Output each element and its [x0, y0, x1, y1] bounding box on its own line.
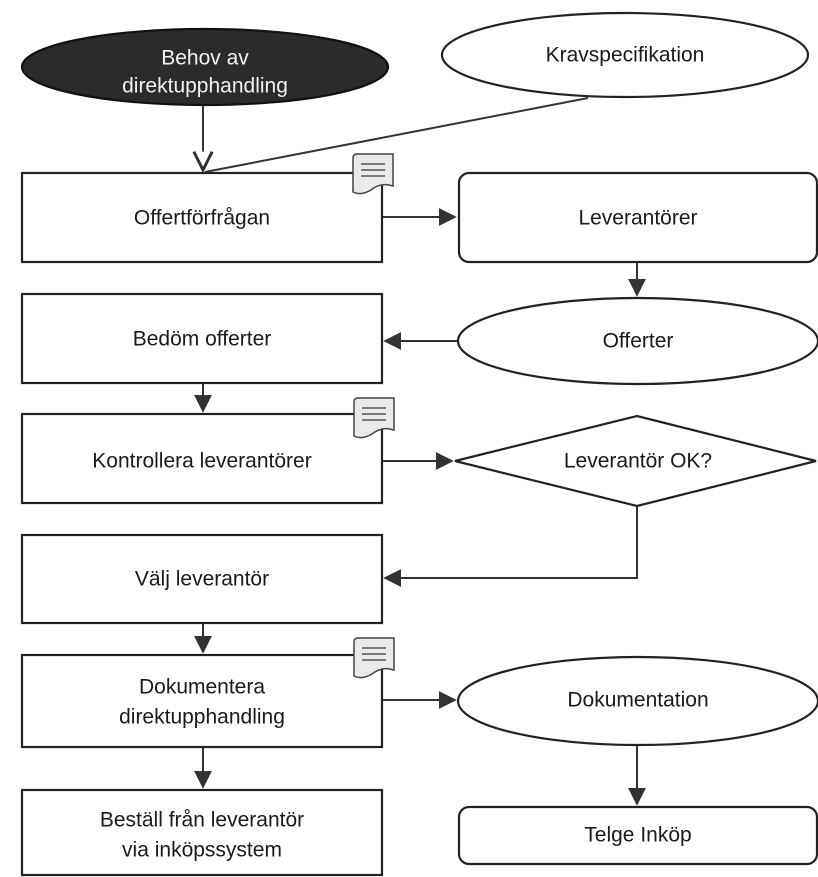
leverantorer-label: Leverantörer: [578, 207, 697, 230]
node-leverantorer: Leverantörer: [457, 171, 818, 264]
node-valj-leverantor: Välj leverantör: [20, 533, 384, 625]
offerter-ellipse: [456, 296, 818, 386]
node-leverantor-ok: Leverantör OK?: [454, 414, 817, 508]
start-ellipse: [20, 27, 390, 107]
bestall-label-line2: via inköpssystem: [122, 839, 282, 862]
start-label-line2: direktupphandling: [122, 75, 288, 98]
node-behov-av-direktupphandling: Behov av direktupphandling: [20, 27, 390, 107]
start-label-line1: Behov av: [161, 47, 249, 70]
offertforfragan-box: [20, 171, 384, 264]
document-icon: [353, 637, 395, 679]
node-bedom-offerter: Bedöm offerter: [20, 292, 384, 385]
bestall-label-line1: Beställ från leverantör: [100, 809, 304, 832]
bestall-box: [20, 788, 384, 877]
leverantor-ok-label: Leverantör OK?: [564, 450, 712, 473]
kravspecifikation-label: Kravspecifikation: [546, 44, 705, 67]
node-offerter: Offerter: [456, 296, 818, 386]
offertforfragan-label: Offertförfrågan: [134, 207, 270, 230]
telge-inkop-label: Telge Inköp: [584, 824, 691, 847]
dokumentation-label: Dokumentation: [567, 689, 708, 712]
node-offertforfragan: Offertförfrågan: [20, 171, 384, 264]
node-dokumentation: Dokumentation: [456, 655, 818, 747]
dokumentera-box: [20, 653, 384, 749]
document-icon: [352, 153, 394, 195]
node-bestall-fran-leverantor: Beställ från leverantör via inköpssystem: [20, 788, 384, 877]
kontrollera-leverantorer-label: Kontrollera leverantörer: [92, 450, 311, 473]
bedom-offerter-box: [20, 292, 384, 385]
valj-leverantor-box: [20, 533, 384, 625]
node-kravspecifikation: Kravspecifikation: [440, 11, 810, 99]
kravspecifikation-ellipse: [440, 11, 810, 99]
node-kontrollera-leverantorer: Kontrollera leverantörer: [20, 412, 384, 505]
node-telge-inkop: Telge Inköp: [457, 805, 818, 866]
dokumentera-label-line2: direktupphandling: [119, 706, 285, 729]
connectors: [203, 97, 646, 806]
kontrollera-leverantorer-box: [20, 412, 384, 505]
leverantorer-box: [457, 171, 818, 264]
valj-leverantor-label: Välj leverantör: [135, 568, 269, 591]
connector-kravspec-to-offertforfragan: [204, 97, 589, 173]
leverantor-ok-diamond: [454, 414, 817, 508]
document-icon: [353, 397, 395, 439]
telge-inkop-box: [457, 805, 818, 866]
bedom-offerter-label: Bedöm offerter: [133, 328, 272, 351]
connector-leverantor-ok-to-valj: [383, 503, 638, 587]
node-dokumentera-direktupphandling: Dokumentera direktupphandling: [20, 653, 384, 749]
offerter-label: Offerter: [603, 330, 674, 353]
dokumentera-label-line1: Dokumentera: [139, 676, 265, 699]
dokumentation-ellipse: [456, 655, 818, 747]
